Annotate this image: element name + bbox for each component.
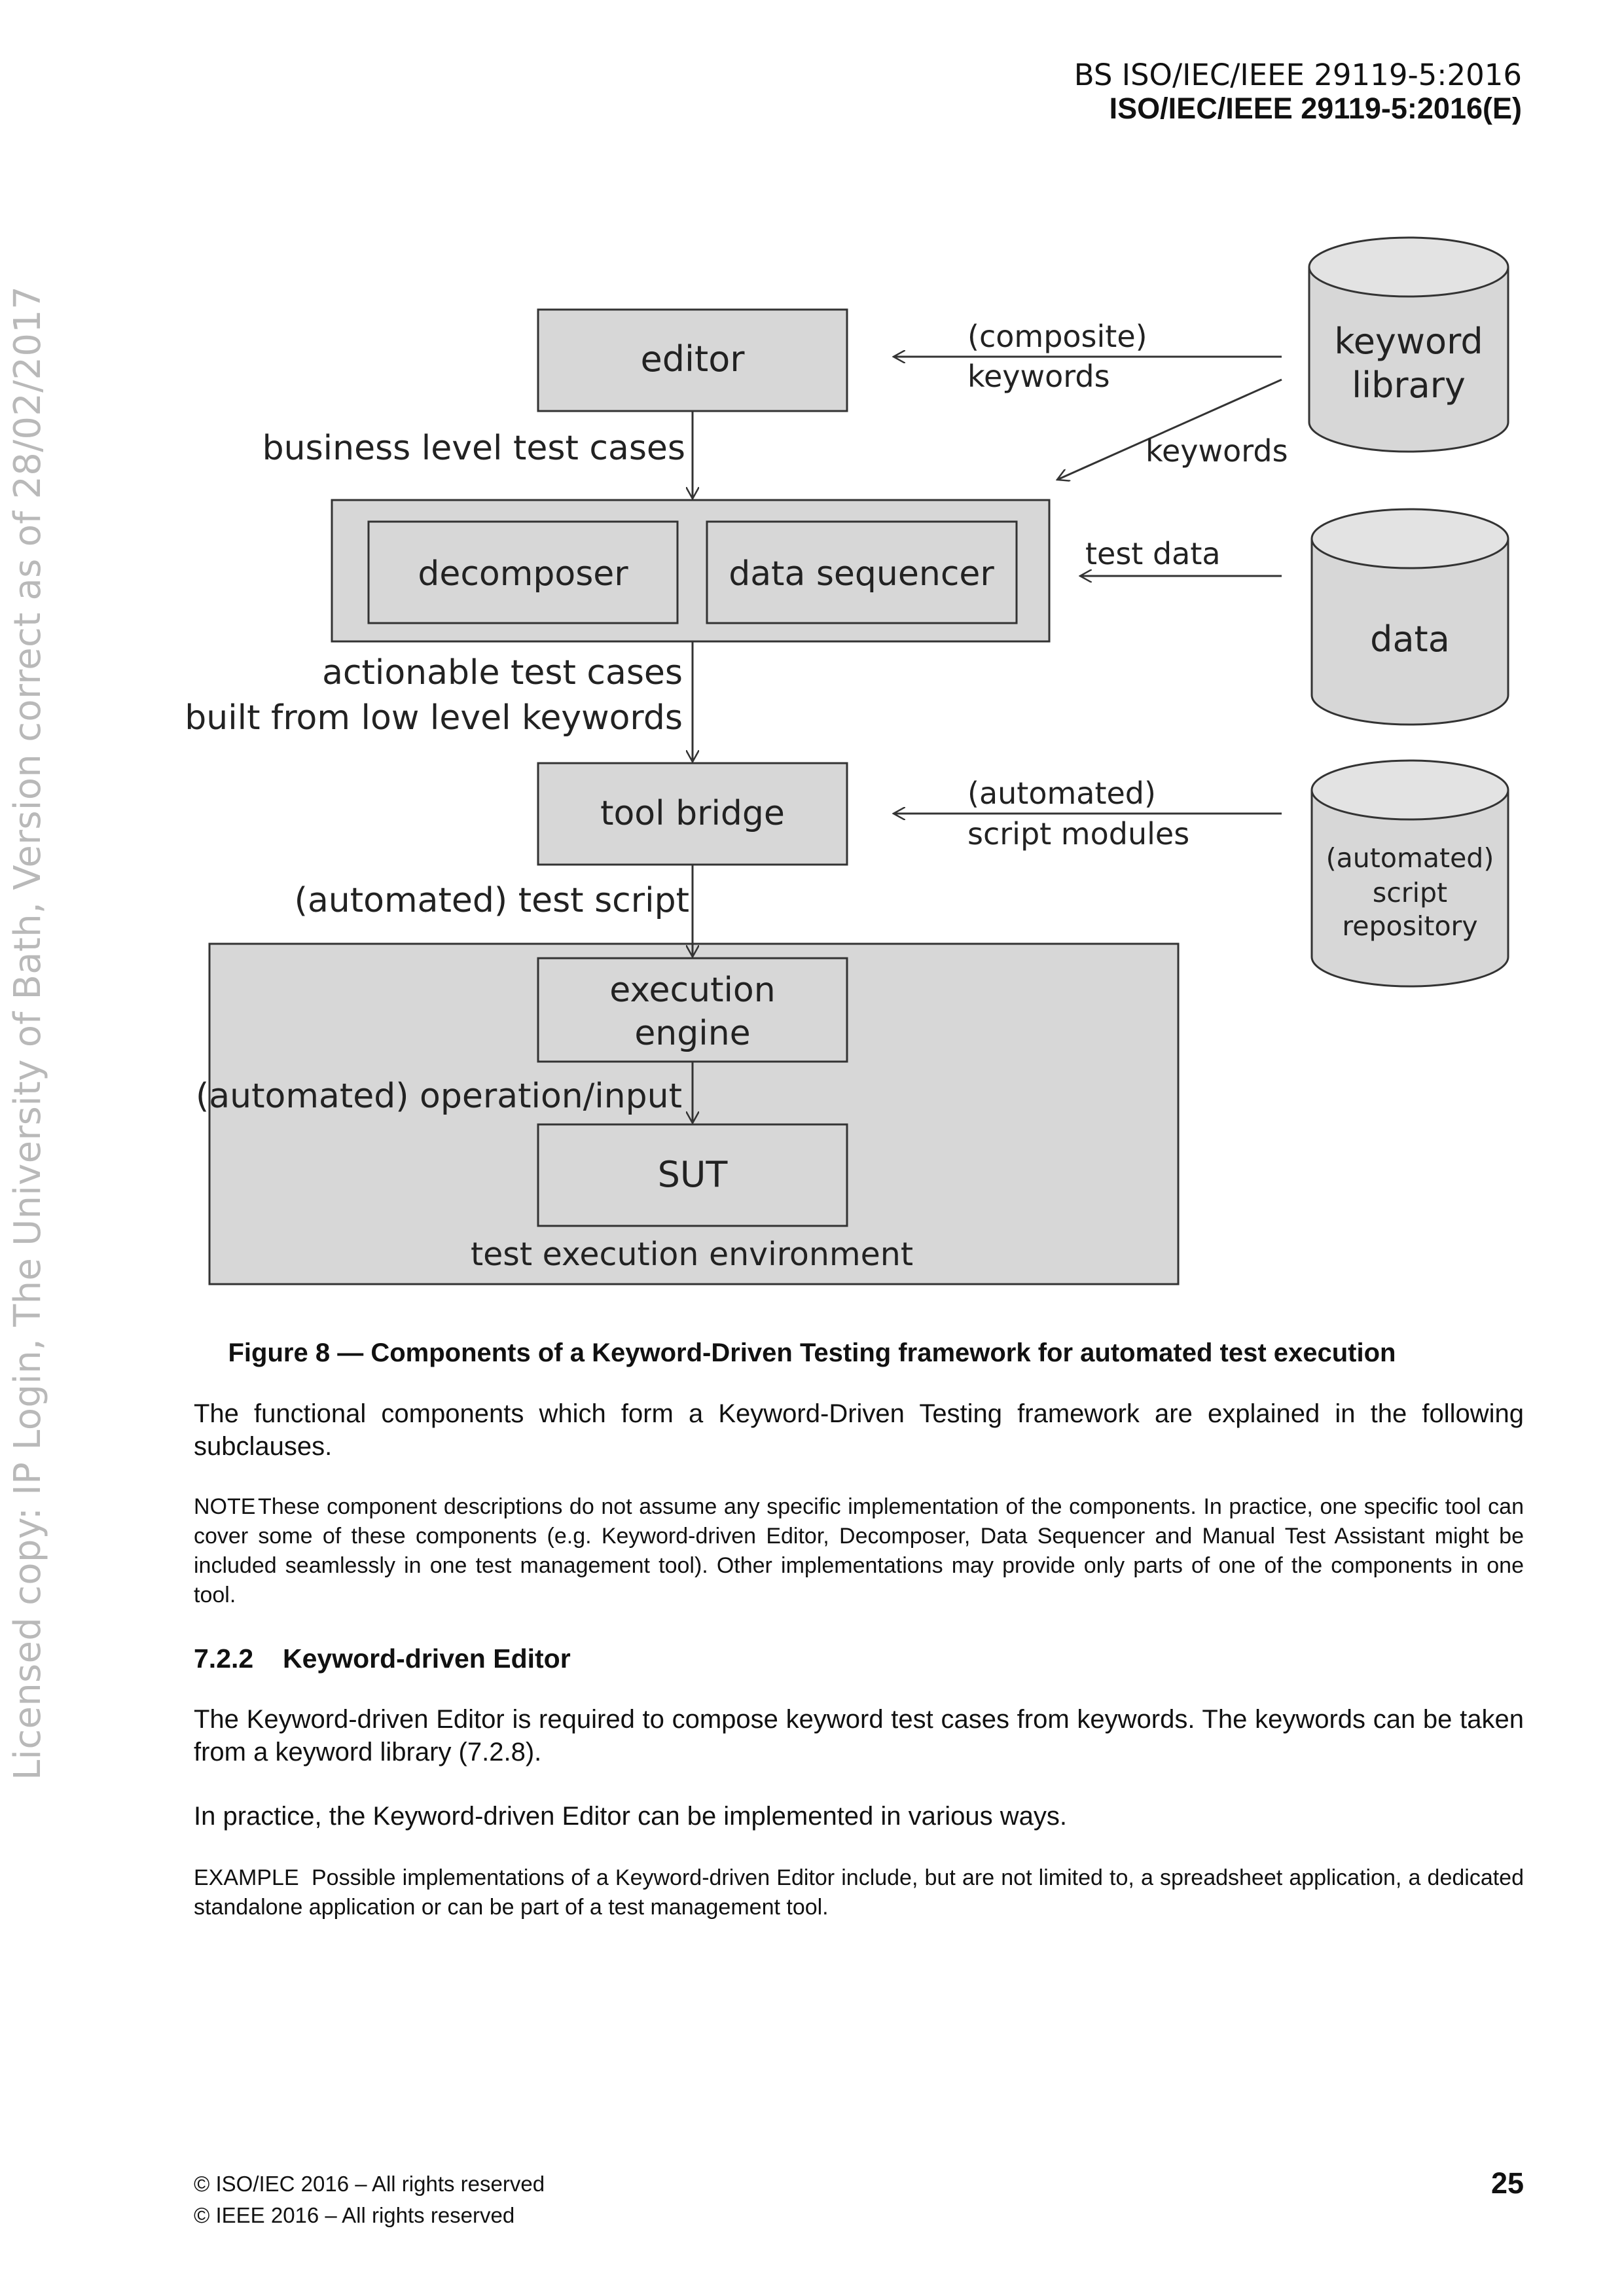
- script-repo-label-3: repository: [1342, 910, 1477, 942]
- label-automated-1: (automated): [967, 776, 1156, 811]
- header-standard-iso: ISO/IEC/IEEE 29119-5:2016(E): [1109, 92, 1522, 125]
- editor-box: [537, 308, 848, 412]
- header-standard-bs: BS ISO/IEC/IEEE 29119-5:2016: [1074, 58, 1522, 92]
- label-operation: (automated) operation/input: [196, 1077, 682, 1116]
- label-actionable-2: built from low level keywords: [185, 698, 683, 738]
- script-repo-label-1: (automated): [1326, 842, 1494, 874]
- label-automated-2: script modules: [967, 816, 1189, 852]
- data-store-label: data: [1370, 619, 1450, 660]
- keyword-library-label-2: library: [1352, 365, 1466, 406]
- tool-bridge-label: tool bridge: [600, 794, 785, 833]
- decomposer-box: [367, 520, 679, 624]
- note-text: These component descriptions do not assu…: [194, 1494, 1524, 1607]
- execution-engine-label-1: execution: [609, 971, 775, 1010]
- label-business: business level test cases: [262, 429, 685, 468]
- label-composite-1: (composite): [967, 319, 1147, 354]
- section-title: Keyword-driven Editor: [283, 1643, 571, 1674]
- paragraph-intro: The functional components which form a K…: [194, 1399, 1524, 1461]
- page-number: 25: [1490, 2166, 1524, 2200]
- script-repository-store: (automated) script repository: [1310, 759, 1509, 988]
- script-repo-label-2: script: [1373, 877, 1447, 908]
- execution-engine-box: [537, 957, 848, 1063]
- arrow-library-to-decomposer: [1057, 378, 1282, 480]
- execution-engine-label-2: engine: [634, 1014, 750, 1053]
- note-label: NOTE: [194, 1494, 256, 1519]
- decomposer-label: decomposer: [418, 554, 628, 594]
- section-heading: 7.2.2 Keyword-driven Editor: [194, 1643, 571, 1674]
- editor-label: editor: [641, 338, 746, 380]
- sut-label: SUT: [658, 1154, 729, 1195]
- kdt-framework-diagram: test execution environment editor decomp…: [185, 236, 1509, 1285]
- keyword-library-store: keyword library: [1308, 236, 1509, 453]
- figure-caption: Figure 8 — Components of a Keyword-Drive…: [228, 1338, 1396, 1367]
- environment-label: test execution environment: [471, 1236, 913, 1273]
- label-test-data: test data: [1085, 536, 1221, 571]
- data-sequencer-label: data sequencer: [729, 554, 994, 594]
- label-composite-2: keywords: [967, 359, 1110, 394]
- keyword-library-label-1: keyword: [1334, 321, 1483, 362]
- sut-box: [537, 1123, 848, 1227]
- example-text: Possible implementations of a Keyword-dr…: [194, 1865, 1524, 1920]
- data-store: data: [1310, 508, 1509, 726]
- footer-copyright-iso: © ISO/IEC 2016 – All rights reserved: [194, 2172, 545, 2196]
- label-keywords: keywords: [1146, 433, 1288, 469]
- tool-bridge-box: [537, 762, 848, 866]
- example-label: EXAMPLE: [194, 1865, 299, 1890]
- section-number: 7.2.2: [194, 1643, 254, 1674]
- label-test-script: (automated) test script: [295, 881, 689, 920]
- footer-copyright-ieee: © IEEE 2016 – All rights reserved: [194, 2203, 515, 2227]
- label-actionable-1: actionable test cases: [322, 653, 683, 692]
- paragraph-editor-practice: In practice, the Keyword-driven Editor c…: [194, 1802, 1067, 1831]
- data-sequencer-box: [706, 520, 1018, 624]
- paragraph-editor-description: The Keyword-driven Editor is required to…: [194, 1705, 1524, 1767]
